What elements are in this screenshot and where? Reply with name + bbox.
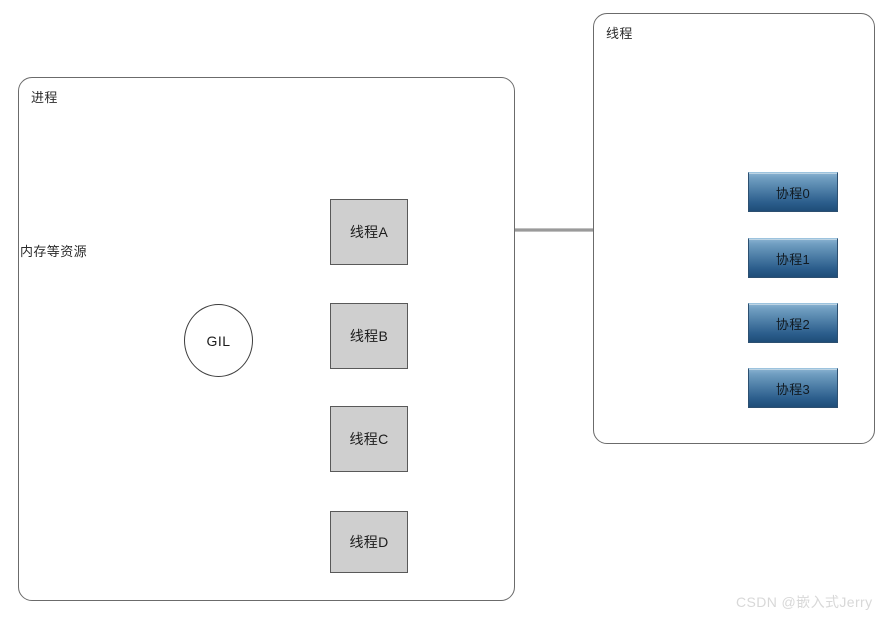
thread-box-b: 线程B — [330, 303, 408, 369]
memory-resource-label: 内存等资源 — [20, 244, 88, 259]
coroutine-box-2: 协程2 — [748, 303, 838, 343]
coroutine-box-0: 协程0 — [748, 172, 838, 212]
thread-box-a: 线程A — [330, 199, 408, 265]
process-panel-title: 进程 — [31, 90, 58, 105]
gil-node: GIL — [184, 304, 253, 377]
coroutine-box-3: 协程3 — [748, 368, 838, 408]
process-panel: 进程 — [18, 77, 515, 601]
watermark: CSDN @嵌入式Jerry — [736, 594, 873, 610]
thread-panel-title: 线程 — [606, 26, 633, 41]
thread-box-d: 线程D — [330, 511, 408, 573]
coroutine-box-1: 协程1 — [748, 238, 838, 278]
thread-box-c: 线程C — [330, 406, 408, 472]
